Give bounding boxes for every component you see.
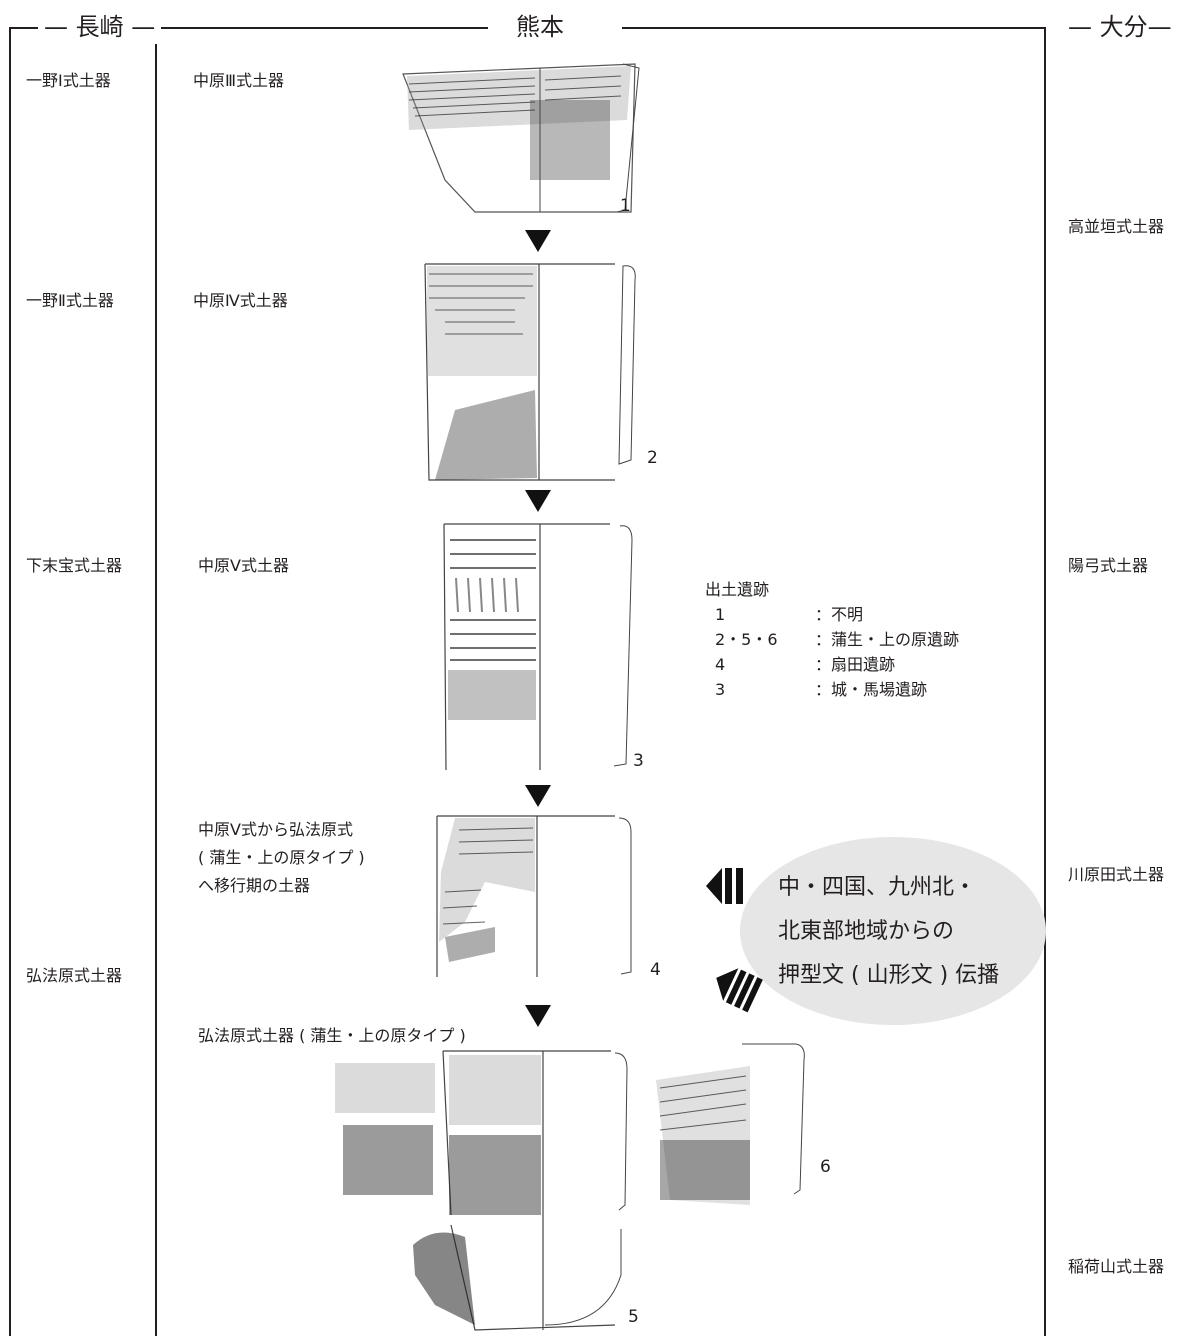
figure-number-1: 1 (620, 196, 631, 216)
nagasaki-type-4: 弘法原式土器 (26, 966, 123, 985)
region-header-nagasaki: — 長崎 — (38, 10, 162, 44)
down-arrow-icon (525, 490, 551, 512)
figure-number-4: 4 (650, 960, 661, 980)
oita-type-4: 稲荷山式土器 (1068, 1257, 1165, 1276)
oita-type-3: 川原田式土器 (1068, 865, 1165, 884)
site-legend: 出土遺跡 1：不明 2・5・6：蒲生・上の原遺跡 4：扇田遺跡 3：城・馬場遺跡 (705, 577, 959, 702)
site-legend-row: 1：不明 (715, 605, 864, 624)
stage-label-4: 中原Ⅴ式から弘法原式 ( 蒲生・上の原タイプ ) へ移行期の土器 (198, 820, 365, 895)
figure-number-2: 2 (647, 448, 658, 468)
region-header-kumamoto: 熊本 (510, 10, 570, 44)
pottery-drawing-6 (656, 1043, 805, 1205)
influence-text: 中・四国、九州北・ 北東部地域からの 押型文 ( 山形文 ) 伝播 (778, 875, 1000, 988)
nagasaki-type-1: 一野Ⅰ式土器 (26, 71, 111, 90)
pottery-drawing-5 (335, 1050, 628, 1331)
pottery-drawing-2 (424, 263, 636, 481)
stage-label-3: 中原Ⅴ式土器 (198, 556, 289, 575)
stage-label-2: 中原Ⅳ式土器 (193, 291, 288, 310)
down-arrow-icon (525, 1005, 551, 1027)
down-arrow-icon (525, 785, 551, 807)
down-arrow-icon (525, 230, 551, 252)
figure-number-6: 6 (820, 1157, 831, 1177)
site-legend-row: 3：城・馬場遺跡 (715, 680, 928, 699)
region-header-oita: — 大分— (1062, 10, 1178, 44)
site-legend-title: 出土遺跡 (705, 580, 770, 599)
nagasaki-type-3: 下末宝式土器 (26, 556, 123, 575)
site-legend-row: 2・5・6：蒲生・上の原遺跡 (715, 630, 960, 649)
oita-type-2: 陽弓式土器 (1068, 556, 1149, 575)
influence-arrow-icon (716, 968, 763, 1013)
figure-number-5: 5 (628, 1307, 639, 1327)
figure-number-3: 3 (633, 751, 644, 771)
stage-label-1: 中原Ⅲ式土器 (193, 71, 285, 90)
oita-type-1: 高並垣式土器 (1068, 217, 1165, 236)
influence-arrow-icon (706, 868, 743, 904)
pottery-drawing-1 (402, 63, 640, 213)
influence-bubble (740, 837, 1046, 1025)
pottery-drawing-4 (436, 815, 632, 977)
site-legend-row: 4：扇田遺跡 (715, 655, 896, 674)
pottery-drawing-3 (443, 523, 633, 771)
nagasaki-type-2: 一野Ⅱ式土器 (26, 291, 114, 310)
stage-label-5: 弘法原式土器 ( 蒲生・上の原タイプ ) (198, 1026, 466, 1045)
